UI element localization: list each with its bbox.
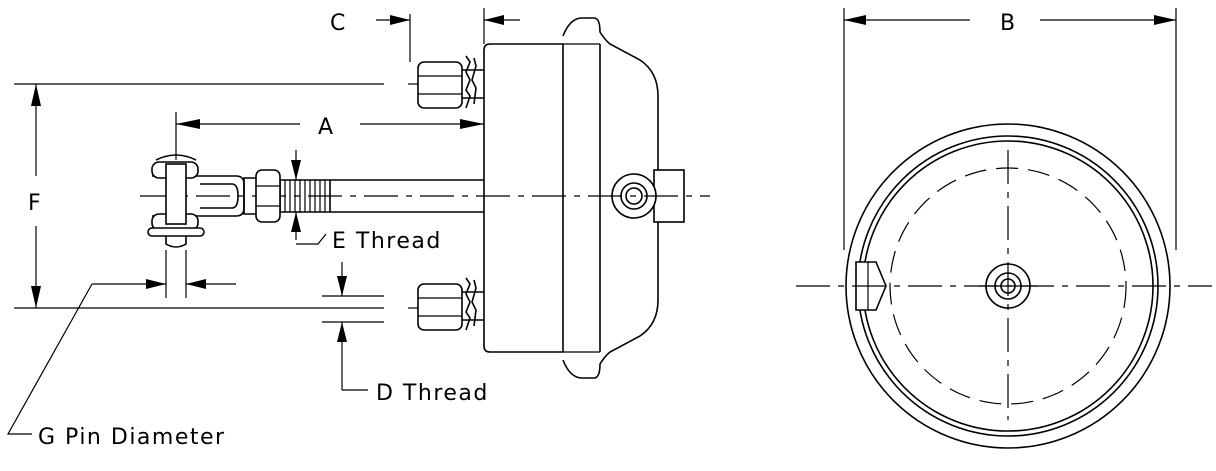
dimension-b: B <box>843 8 1177 250</box>
side-view: A C F E Thread <box>6 8 710 450</box>
label-d: D Thread <box>376 381 489 406</box>
label-g: G Pin Diameter <box>38 425 226 450</box>
label-b: B <box>1000 11 1017 36</box>
end-view: B <box>796 8 1212 449</box>
rod-thread <box>279 179 331 213</box>
label-a: A <box>318 115 335 140</box>
dimension-c: C <box>330 8 520 62</box>
clevis <box>147 154 256 248</box>
push-rod <box>140 179 710 213</box>
dimension-f: F <box>14 83 384 309</box>
mounting-stud-top <box>408 55 484 109</box>
dimension-d: D Thread <box>322 262 489 406</box>
dimension-e: E Thread <box>291 150 442 254</box>
jam-nut <box>255 169 281 223</box>
mounting-stud-bottom <box>408 277 484 331</box>
label-f: F <box>28 191 42 216</box>
dimension-a: A <box>175 112 484 160</box>
label-e: E Thread <box>332 229 442 254</box>
dimension-g: G Pin Diameter <box>6 250 236 450</box>
label-c: C <box>330 11 347 36</box>
